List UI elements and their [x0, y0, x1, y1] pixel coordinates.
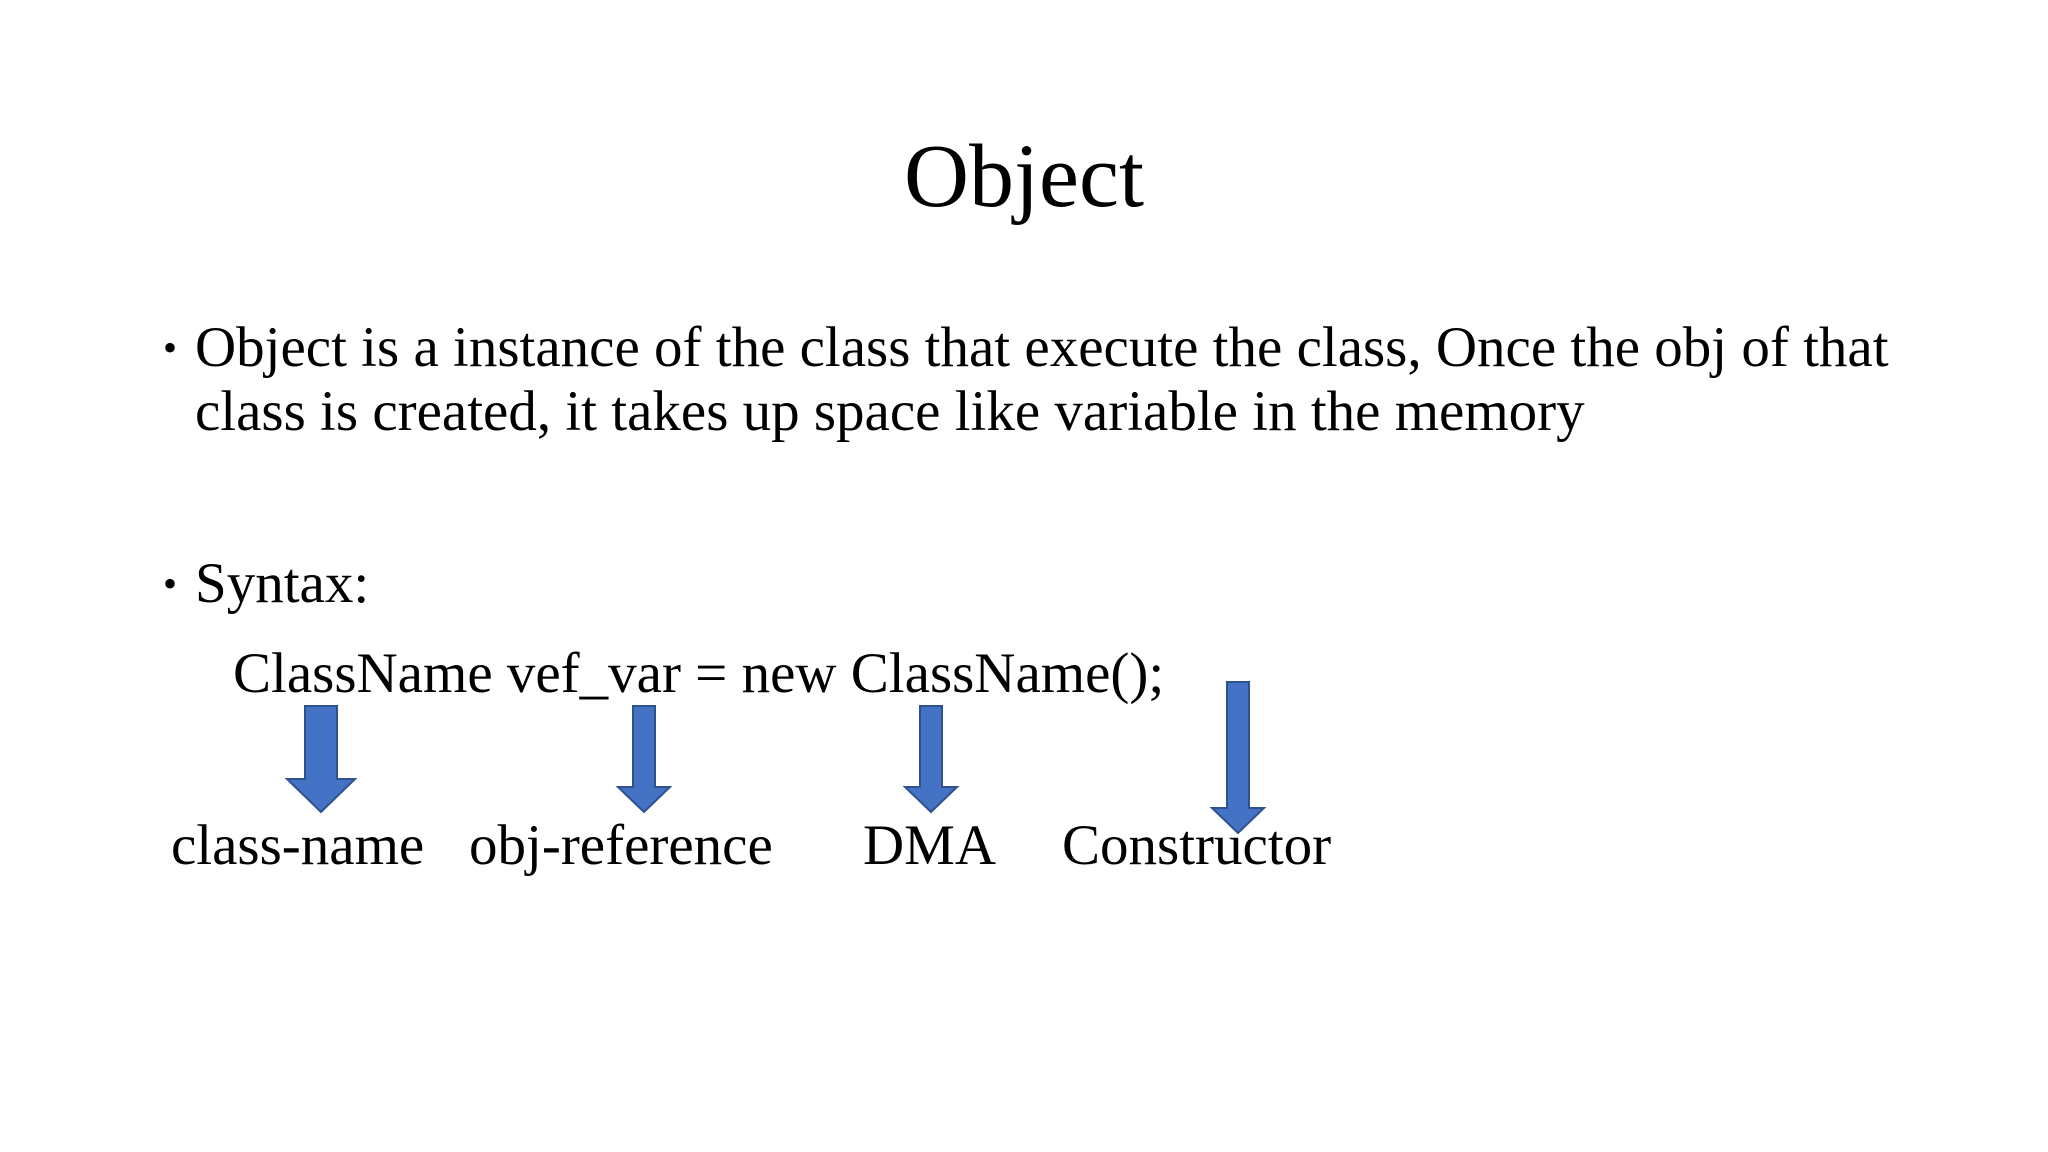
down-arrow-icon [902, 705, 960, 814]
bullet-syntax: • Syntax: [163, 552, 1913, 616]
bullet-text-syntax: Syntax: [195, 552, 370, 615]
bullet-marker: • [163, 561, 178, 606]
down-arrow-icon [1209, 681, 1267, 835]
label-constructor: Constructor [1062, 814, 1332, 877]
label-obj-reference: obj-reference [469, 814, 773, 877]
down-arrow-icon [284, 705, 358, 814]
syntax-code-line: ClassName vef_var = new ClassName(); [233, 642, 1165, 705]
bullet-marker: • [163, 325, 178, 370]
slide-title: Object [904, 127, 1144, 226]
bullet-definition: • Object is a instance of the class that… [163, 316, 1913, 444]
bullet-text-definition: Object is a instance of the class that e… [195, 316, 1889, 443]
label-class-name: class-name [171, 814, 425, 877]
down-arrow-icon [615, 705, 673, 814]
label-dma: DMA [863, 814, 997, 877]
